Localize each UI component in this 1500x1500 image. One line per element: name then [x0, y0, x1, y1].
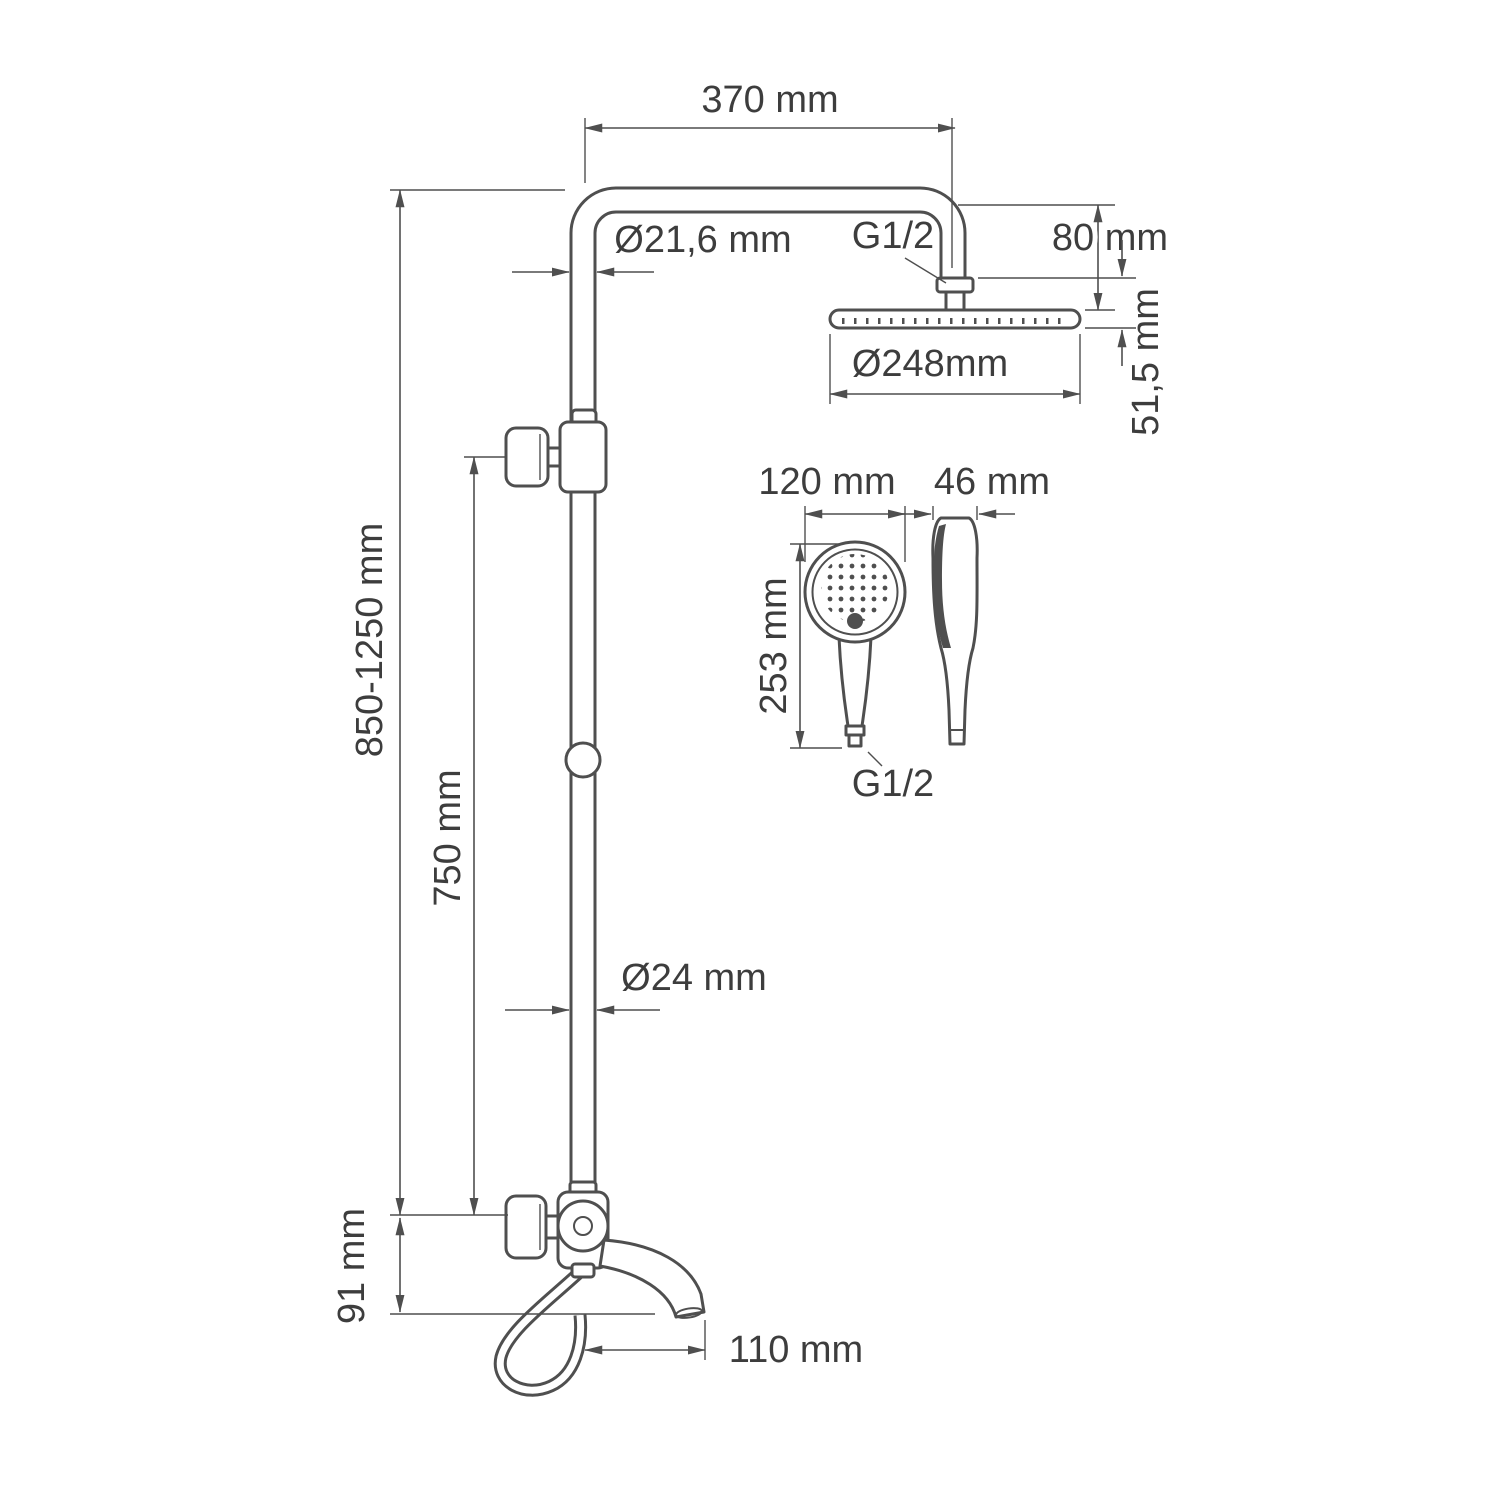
- dim-slide-height-label: 750 mm: [427, 769, 469, 906]
- rain-shower-head: [828, 276, 1082, 330]
- dim-column-height-label: 850-1250 mm: [349, 523, 391, 757]
- dim-hand-shower-depth-label: 46 mm: [934, 461, 1050, 503]
- dim-rain-head-drop-label: 80 mm: [1052, 217, 1168, 259]
- pipe-clamp: [558, 420, 608, 494]
- dim-arm-length: 370 mm: [584, 79, 956, 268]
- dim-arm-length-label: 370 mm: [701, 79, 838, 121]
- dim-riser-diameter: Ø24 mm: [505, 957, 767, 1015]
- dim-riser-top-diameter: Ø21,6 mm: [512, 219, 792, 277]
- hand-shower-face-inner: [811, 548, 899, 636]
- hose-nut: [570, 1262, 596, 1279]
- shower-arm-inner-edge: [593, 210, 943, 278]
- dim-rain-head-height: 51,5 mm: [978, 240, 1167, 436]
- spout-outlet: [675, 1307, 703, 1319]
- dim-spout-reach-label: 110 mm: [729, 1329, 863, 1371]
- hand-shower-side-view: [931, 516, 979, 746]
- leader-line: [904, 257, 947, 284]
- bath-spout: [598, 1238, 706, 1319]
- connector-knob: [564, 741, 602, 779]
- shower-column: [569, 186, 967, 1196]
- mixer-assembly: [504, 1180, 610, 1270]
- hand-shower-front-view: [803, 540, 907, 748]
- hand-shower-handle: [837, 635, 873, 728]
- dim-rain-head-drop: 80 mm: [958, 204, 1173, 311]
- dim-hand-shower-length-label: 253 mm: [753, 577, 795, 714]
- dim-hand-shower-width: 120 mm: [758, 461, 906, 562]
- dim-rain-head-diameter: Ø248mm: [829, 334, 1081, 404]
- dim-hand-shower-width-label: 120 mm: [758, 461, 895, 503]
- spray-nozzle-field: [821, 554, 889, 622]
- dim-rain-head-diameter-label: Ø248mm: [852, 343, 1008, 385]
- leader-line: [867, 751, 883, 767]
- dim-riser-diameter-label: Ø24 mm: [621, 957, 767, 999]
- dim-column-height: 850-1250 mm: [349, 189, 565, 1216]
- dim-spout-height: 91 mm: [331, 1208, 655, 1324]
- dim-hand-shower-depth: 46 mm: [895, 461, 1050, 520]
- dim-spout-height-label: 91 mm: [331, 1208, 373, 1324]
- spout-body: [598, 1238, 706, 1319]
- hose-loop-inner: [496, 1267, 585, 1394]
- diverter-knob: [556, 1199, 610, 1253]
- handle-thread-stub: [847, 733, 863, 748]
- dim-spout-reach: 110 mm: [584, 1320, 863, 1371]
- dim-hand-shower-length: 253 mm: [753, 543, 842, 749]
- upper-wall-bracket: [504, 408, 608, 494]
- shower-hose: [493, 1262, 596, 1397]
- dim-rain-head-height-label: 51,5 mm: [1125, 288, 1167, 436]
- shower-arm-outer-edge: [569, 186, 967, 278]
- mode-button: [847, 613, 863, 629]
- dim-rain-head-thread-label: G1/2: [852, 215, 934, 257]
- dim-riser-top-diameter-label: Ø21,6 mm: [614, 219, 791, 261]
- dim-rain-head-thread: G1/2: [852, 215, 947, 284]
- side-view-face-stripe: [933, 524, 951, 648]
- hand-shower-side-outline: [931, 516, 979, 746]
- dim-hand-shower-thread: G1/2: [852, 751, 934, 805]
- bracket-knob: [504, 426, 550, 488]
- diverter-knob-center: [573, 1216, 593, 1236]
- dim-slide-height: 750 mm: [427, 456, 506, 1216]
- hose-connector: [564, 741, 602, 779]
- dim-hand-shower-thread-label: G1/2: [852, 763, 934, 805]
